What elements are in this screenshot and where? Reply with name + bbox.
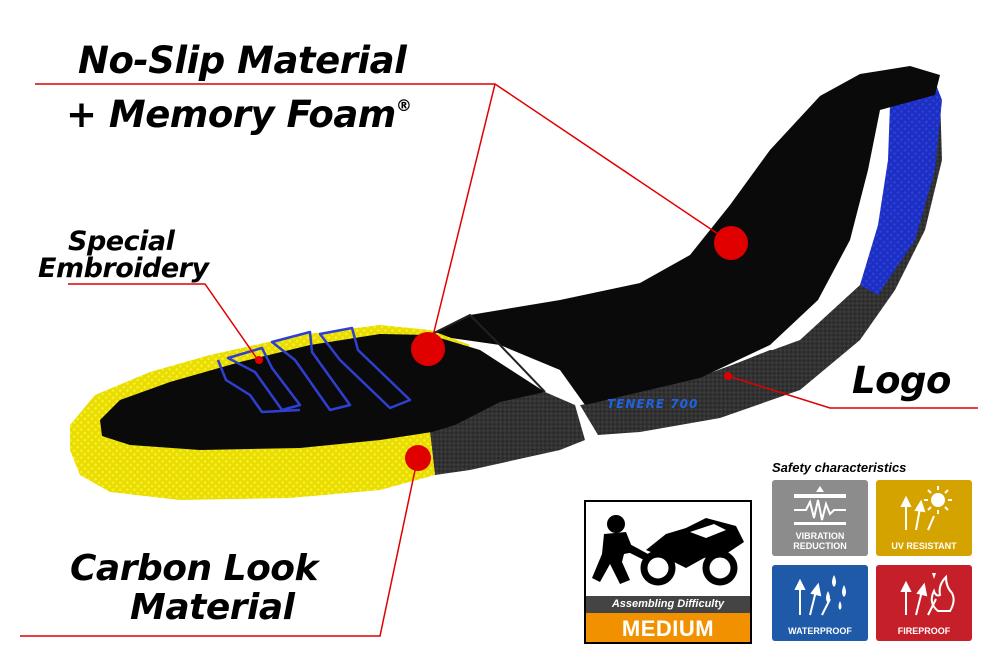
water-drops-icon	[794, 575, 846, 616]
waterproof-tile: WATERPROOF	[772, 565, 868, 641]
callout-line-carbon	[20, 455, 419, 637]
difficulty-level: MEDIUM	[586, 613, 750, 642]
registered-mark: ®	[395, 96, 412, 115]
uv-resistant-tile: UV RESISTANT	[876, 480, 972, 556]
rear-blue-panel	[855, 82, 942, 295]
difficulty-caption: Assembling Difficulty	[586, 596, 750, 613]
dot-memory	[411, 332, 445, 366]
callout-embroidery: Embroidery	[38, 253, 209, 284]
fireproof-label: FIREPROOF	[897, 625, 951, 636]
dot-embroidery	[255, 356, 263, 364]
callout-carbon-look: Carbon Look	[70, 548, 318, 589]
callout-special: Special	[68, 226, 175, 257]
callout-line-logo	[727, 375, 978, 409]
dot-noslip	[714, 226, 748, 260]
waterproof-label: WATERPROOF	[788, 625, 852, 636]
front-side-carbon	[430, 392, 585, 475]
callout-material: Material	[130, 587, 295, 628]
callout-line-embroidery	[68, 283, 259, 361]
vibration-reduction-tile: VIBRATION REDUCTION	[772, 480, 868, 556]
rear-lower-carbon	[585, 350, 800, 435]
callout-memory-foam-title: + Memory Foam®	[66, 93, 412, 136]
safety-title: Safety characteristics	[772, 460, 907, 475]
fireproof-tile: FIREPROOF	[876, 565, 972, 641]
vibration-icon	[794, 486, 846, 525]
sun-icon	[900, 486, 952, 531]
flame-icon	[900, 573, 955, 616]
dot-logo	[724, 372, 732, 380]
callout-lines	[20, 83, 978, 637]
vibration-label: VIBRATION REDUCTION	[793, 531, 847, 551]
rear-seat-top	[430, 66, 940, 405]
memory-foam-text: + Memory Foam	[66, 93, 396, 136]
difficulty-badge: Assembling Difficulty MEDIUM	[584, 500, 752, 644]
callout-logo: Logo	[852, 359, 951, 402]
uv-label: UV RESISTANT	[891, 540, 957, 551]
callout-no-slip-title: No-Slip Material	[78, 39, 407, 82]
callout-dots	[255, 226, 748, 471]
dot-carbon	[405, 445, 431, 471]
mechanic-motorcycle-icon	[592, 515, 744, 586]
seat-logo: TENERE 700	[607, 397, 698, 411]
embroidery-stripes	[216, 326, 412, 414]
